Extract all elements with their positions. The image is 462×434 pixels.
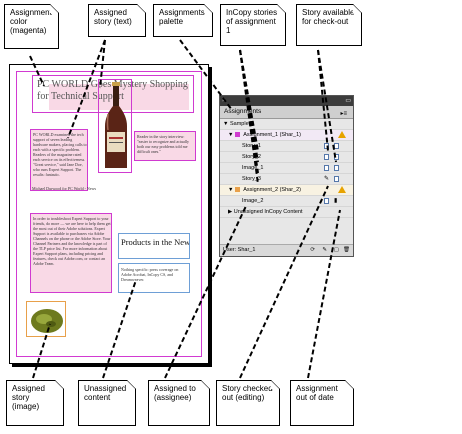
story-label: Story_1: [242, 143, 261, 149]
doc-stack-icon: [334, 154, 339, 160]
callout-text: Unassigned content: [84, 384, 127, 402]
assignment-label: Assignment_1 (Shar_1): [243, 132, 301, 138]
palette-tab-label: Assignments: [224, 108, 262, 115]
assignment-label: Assignment_2 (Shar_2): [243, 187, 301, 193]
doc-stack-icon: [334, 176, 339, 182]
bottle-image: [105, 82, 127, 168]
document-page: PC WORLD Goes Mystery Shopping for Techn…: [9, 64, 209, 364]
unassigned-label: Unassigned InCopy Content: [233, 209, 303, 215]
doc-stack-icon: [324, 154, 329, 160]
story-label: Image_2: [242, 198, 264, 204]
doc-stack-icon: [324, 143, 329, 149]
body-right-frame[interactable]: Reader in the story interview: "easier t…: [134, 131, 196, 161]
story-label: Story_2: [242, 154, 261, 160]
callout-assigned-story-text: Assigned story (text): [88, 4, 146, 37]
update-icon[interactable]: ⟳: [310, 247, 315, 253]
callout-text: Story checked out (editing): [222, 384, 273, 402]
story-label: Story_3: [242, 176, 261, 182]
callout-text: Assignment out of date: [296, 384, 338, 402]
body-right-text: Reader in the story interview: "easier t…: [137, 134, 190, 154]
trash-icon[interactable]: 🗑: [343, 247, 350, 253]
collapse-icon[interactable]: ▭: [345, 98, 351, 104]
pear-image-frame[interactable]: [26, 301, 66, 337]
warning-triangle-icon: [338, 131, 346, 138]
callout-unassigned-content: Unassigned content: [78, 380, 136, 426]
doc-stack-icon: [334, 165, 339, 171]
callout-text: InCopy stories of assignment 1: [226, 8, 278, 35]
triangle-right-icon[interactable]: ▶: [228, 209, 233, 215]
callout-assigned-to: Assigned to (assignee): [148, 380, 210, 426]
doc-stack-icon: [324, 198, 329, 204]
page-shadow-bottom: [12, 364, 212, 367]
user-label: User: Shar_1: [223, 247, 256, 253]
lock-icon: ▮: [334, 198, 338, 204]
callout-text: Assignment color (magenta): [10, 8, 52, 35]
callout-text: Assignments palette: [159, 8, 205, 26]
assignments-palette[interactable]: × ▭ Assignments ▸≡ ▼ Sample ▼ Assignment…: [219, 95, 354, 257]
story-label: Image_1: [242, 165, 264, 171]
callout-incopy-stories: InCopy stories of assignment 1: [220, 4, 286, 46]
callout-text: Assigned to (assignee): [154, 384, 196, 402]
body-lower-frame[interactable]: In order to troubleshoot Expert Support …: [30, 213, 112, 293]
news-body: Nothing specific: press coverage on Adob…: [121, 267, 179, 282]
story-row-story-3[interactable]: Story_3 ✎: [220, 174, 353, 185]
callout-text: Assigned story (text): [94, 8, 132, 26]
pencil-icon: ✎: [324, 176, 330, 182]
pear-image: [31, 309, 63, 333]
callout-assignment-color: Assignment color (magenta): [4, 4, 59, 49]
byline-text: Michael Durwood for PC World - News: [32, 186, 97, 191]
callout-text: Assigned story (image): [12, 384, 45, 411]
assignment-color-swatch: [234, 187, 240, 193]
warning-triangle-icon: [338, 186, 346, 193]
palette-titlebar[interactable]: × ▭: [220, 96, 353, 106]
bottle-image-frame[interactable]: [98, 79, 132, 173]
page-shadow-right: [209, 67, 212, 367]
unassigned-row[interactable]: ▶ Unassigned InCopy Content: [220, 207, 353, 218]
new-icon[interactable]: ▢: [333, 247, 339, 253]
assignment-row-2[interactable]: ▼ Assignment_2 (Shar_2): [220, 185, 353, 196]
triangle-down-icon[interactable]: ▼: [223, 121, 229, 127]
story-row-image-1[interactable]: Image_1: [220, 163, 353, 174]
story-row-image-2[interactable]: Image_2 ▮: [220, 196, 353, 207]
palette-tab-assignments[interactable]: Assignments ▸≡: [220, 106, 353, 119]
news-body-frame[interactable]: Nothing specific: press coverage on Adob…: [118, 263, 190, 293]
checkout-icon[interactable]: ✎: [322, 247, 327, 253]
callout-story-checked-out: Story checked out (editing): [216, 380, 280, 426]
body-left-frame[interactable]: PC WORLD examined the tech support of se…: [30, 129, 88, 191]
callout-assignments-palette: Assignments palette: [153, 4, 213, 37]
close-icon[interactable]: ×: [222, 98, 226, 104]
story-row-story-1[interactable]: Story_1: [220, 141, 353, 152]
callout-assignment-out-of-date: Assignment out of date: [290, 380, 354, 426]
triangle-down-icon[interactable]: ▼: [228, 132, 234, 138]
story-row-story-2[interactable]: Story_2: [220, 152, 353, 163]
news-heading: Products in the News: [121, 237, 190, 247]
palette-group-sample[interactable]: ▼ Sample: [220, 119, 353, 130]
triangle-down-icon[interactable]: ▼: [228, 187, 234, 193]
callout-text: Story available for check-out: [302, 8, 355, 26]
news-heading-frame[interactable]: Products in the News: [118, 233, 190, 259]
body-left-text: PC WORLD examined the tech support of se…: [33, 132, 87, 177]
callout-story-checkout: Story available for check-out: [296, 4, 362, 46]
callout-assigned-story-image: Assigned story (image): [6, 380, 64, 426]
palette-menu-icon[interactable]: ▸≡: [340, 111, 347, 117]
doc-stack-icon: [334, 143, 339, 149]
assignment-row-1[interactable]: ▼ Assignment_1 (Shar_1): [220, 130, 353, 141]
doc-stack-icon: [324, 165, 329, 171]
assignment-color-swatch: [234, 132, 240, 138]
group-label: Sample: [229, 121, 249, 127]
body-lower-text: In order to troubleshoot Expert Support …: [33, 216, 111, 266]
palette-footer: User: Shar_1 ⟳ ✎ ▢ 🗑: [220, 244, 353, 256]
